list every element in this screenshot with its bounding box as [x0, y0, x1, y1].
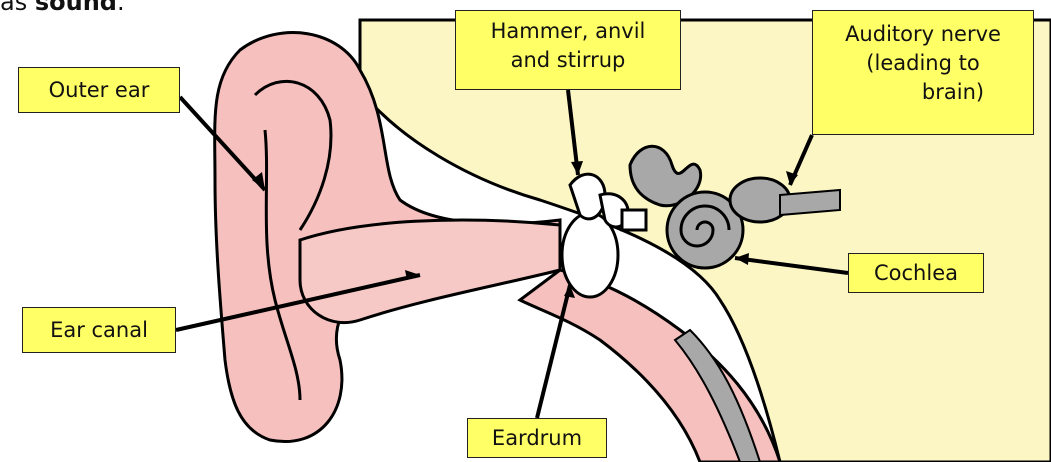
stirrup-bone: [622, 210, 646, 230]
label-hammer-line-2: and stirrup: [456, 46, 680, 75]
label-outer-ear: Outer ear: [18, 67, 180, 113]
ear-canal-shape: [300, 220, 560, 323]
label-eardrum: Eardrum: [467, 418, 607, 458]
label-cochlea: Cochlea: [848, 253, 984, 293]
label-auditory-nerve: Auditory nerve (leading to brain): [812, 10, 1034, 135]
auditory-nerve: [780, 190, 840, 215]
label-nerve-line-1: Auditory nerve: [813, 20, 1033, 49]
label-nerve-line-2: (leading to: [813, 49, 1033, 78]
label-nerve-line-3: brain): [813, 78, 1033, 107]
label-hammer-line-1: Hammer, anvil: [456, 17, 680, 46]
label-hammer-anvil-stirrup: Hammer, anvil and stirrup: [455, 10, 681, 90]
label-ear-canal: Ear canal: [22, 307, 176, 353]
